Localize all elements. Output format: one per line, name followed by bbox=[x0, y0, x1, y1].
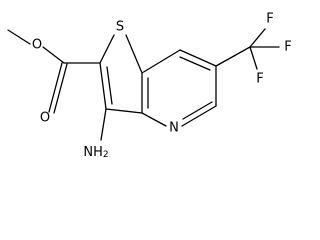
bond-c6-c7-inner bbox=[179, 56, 211, 71]
bond-c3a-n bbox=[141, 112, 167, 127]
bond-c2-s bbox=[99, 34, 115, 64]
molecule-svg: O O S N NH2 F F F bbox=[7, 12, 292, 161]
bond-cf3-f-top bbox=[249, 28, 266, 48]
atom-sulfur: S bbox=[116, 20, 124, 35]
amino-label: NH bbox=[83, 145, 103, 160]
bond-c7-c7a bbox=[141, 49, 181, 74]
bond-n-c5 bbox=[181, 105, 217, 127]
bond-carbonyl-double-1 bbox=[48, 62, 63, 113]
bond-c6-cf3 bbox=[215, 46, 251, 67]
bond-o-carbonyl-c bbox=[42, 46, 65, 64]
atom-labels: O O S N NH2 F F F bbox=[32, 12, 292, 161]
atom-amino: NH2 bbox=[83, 145, 108, 161]
bond-ch3-o bbox=[7, 29, 31, 45]
bond-c6-c7 bbox=[179, 49, 217, 67]
amino-subscript: 2 bbox=[103, 150, 109, 160]
bonds bbox=[7, 28, 280, 141]
bond-c3-nh2 bbox=[100, 108, 107, 141]
atom-fluorine-top: F bbox=[266, 12, 273, 27]
atom-methoxy-o: O bbox=[32, 38, 42, 53]
bond-c2-c3 bbox=[99, 62, 107, 110]
bond-cf3-f-lower bbox=[249, 46, 258, 70]
structure-diagram: O O S N NH2 F F F bbox=[7, 12, 292, 161]
bond-c3-c3a bbox=[105, 108, 143, 114]
atom-carbonyl-o: O bbox=[40, 111, 50, 126]
atom-fluorine-lower: F bbox=[256, 72, 263, 87]
bond-c2-c3-inner bbox=[106, 66, 113, 105]
bond-s-c7a bbox=[125, 34, 143, 74]
atom-fluorine-right: F bbox=[284, 40, 291, 55]
atom-ring-n: N bbox=[169, 121, 179, 136]
bond-n-c5-inner bbox=[182, 101, 213, 120]
bond-carbonyl-double-2 bbox=[53, 63, 68, 114]
